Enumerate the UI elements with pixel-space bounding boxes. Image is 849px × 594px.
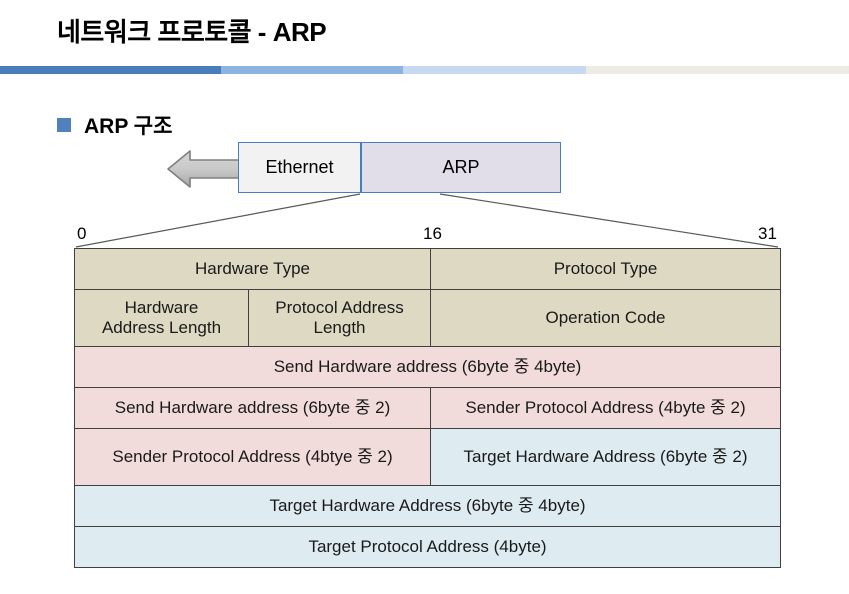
field-target-protocol-address: Target Protocol Address (4byte) <box>73 526 782 568</box>
title-divider-bar <box>0 66 849 74</box>
encapsulation-box-ethernet-label: Ethernet <box>265 157 334 177</box>
field-target-hardware-address-part2: Target Hardware Address (6byte 중 4byte) <box>73 485 782 527</box>
table-row: Send Hardware address (6byte 중 4byte) <box>73 346 782 388</box>
field-sender-protocol-address-part2: Sender Protocol Address (4btye 중 2) <box>74 428 431 486</box>
left-block-arrow-icon <box>167 150 243 188</box>
field-operation-code: Operation Code <box>429 289 782 347</box>
divider-segment-2 <box>220 66 404 74</box>
field-hardware-type: Hardware Type <box>74 248 431 290</box>
page-title: 네트워크 프로토콜 - ARP <box>57 17 327 47</box>
bit-ruler-label-middle: 16 <box>423 224 442 243</box>
bit-ruler-label-end: 31 <box>758 224 777 243</box>
section-heading-label: ARP 구조 <box>84 115 173 138</box>
encapsulation-boxes: Ethernet ARP <box>238 142 561 193</box>
encapsulation-box-arp: ARP <box>361 142 561 193</box>
field-protocol-type: Protocol Type <box>429 248 782 290</box>
field-target-hardware-address-part1: Target Hardware Address (6byte 중 2) <box>429 428 782 486</box>
divider-segment-1 <box>0 66 221 74</box>
table-row: Target Hardware Address (6byte 중 4byte) <box>73 485 782 527</box>
square-bullet-icon <box>57 118 71 132</box>
table-row: Send Hardware address (6byte 중 2) Sender… <box>74 387 782 429</box>
divider-segment-4 <box>585 66 849 74</box>
field-sender-protocol-address-part1: Sender Protocol Address (4byte 중 2) <box>429 387 782 429</box>
encapsulation-box-ethernet: Ethernet <box>238 142 361 193</box>
table-row: Hardware Type Protocol Type <box>74 248 782 290</box>
encapsulation-box-arp-label: ARP <box>442 157 480 177</box>
field-sender-hardware-address-part2: Send Hardware address (6byte 중 2) <box>74 387 431 429</box>
table-row: Target Protocol Address (4byte) <box>73 526 782 568</box>
bit-ruler-label-start: 0 <box>77 224 87 243</box>
section-heading: ARP 구조 <box>57 110 172 140</box>
divider-segment-3 <box>403 66 586 74</box>
field-sender-hardware-address-part1: Send Hardware address (6byte 중 4byte) <box>73 346 782 388</box>
table-row: Sender Protocol Address (4btye 중 2) Targ… <box>74 428 782 486</box>
